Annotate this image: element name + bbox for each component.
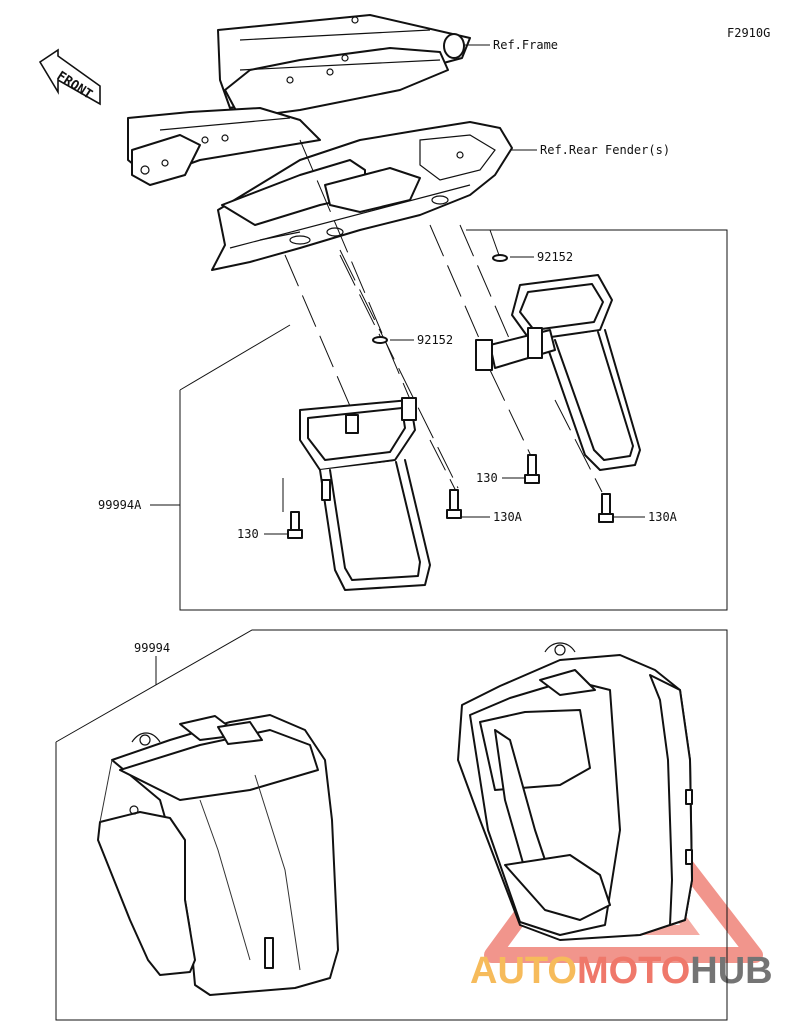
watermark-moto: MOTO xyxy=(577,950,690,992)
front-arrow-icon: FRONT xyxy=(38,48,101,106)
svg-text:AUTOMOTOHUB: AUTOMOTOHUB xyxy=(470,950,773,992)
figure-code: F2910G xyxy=(727,26,770,40)
left-pannier-case xyxy=(97,714,339,996)
watermark-auto: AUTO xyxy=(470,950,577,992)
right-pannier-bracket xyxy=(475,274,641,471)
part-130A-label-left: 130A xyxy=(493,510,523,524)
ref-rear-fender-label: Ref.Rear Fender(s) xyxy=(540,143,670,157)
bolt-130-right xyxy=(524,454,540,484)
part-130A-label-right: 130A xyxy=(648,510,678,524)
washer-92152-right xyxy=(492,254,508,262)
part-99994A-label: 99994A xyxy=(98,498,142,512)
left-pannier-bracket xyxy=(299,397,431,591)
part-92152-label-lower: 92152 xyxy=(417,333,453,347)
part-92152-label-upper: 92152 xyxy=(537,250,573,264)
alignment-lines xyxy=(282,139,603,515)
bolt-130-left xyxy=(287,511,303,539)
bolt-130A-left xyxy=(446,489,462,519)
assembly-box-99994 xyxy=(55,629,728,1021)
rear-fender xyxy=(211,121,513,271)
part-130-label-left: 130 xyxy=(237,527,259,541)
ref-frame-label: Ref.Frame xyxy=(493,38,558,52)
frame-assembly xyxy=(127,14,471,186)
part-130-label-right: 130 xyxy=(476,471,498,485)
watermark-hub: HUB xyxy=(690,950,772,992)
bolt-130A-right xyxy=(598,493,614,523)
right-pannier-case xyxy=(457,642,693,941)
part-99994-label: 99994 xyxy=(134,641,170,655)
assembly-box-99994A xyxy=(179,229,728,611)
washer-92152-left xyxy=(372,336,388,344)
